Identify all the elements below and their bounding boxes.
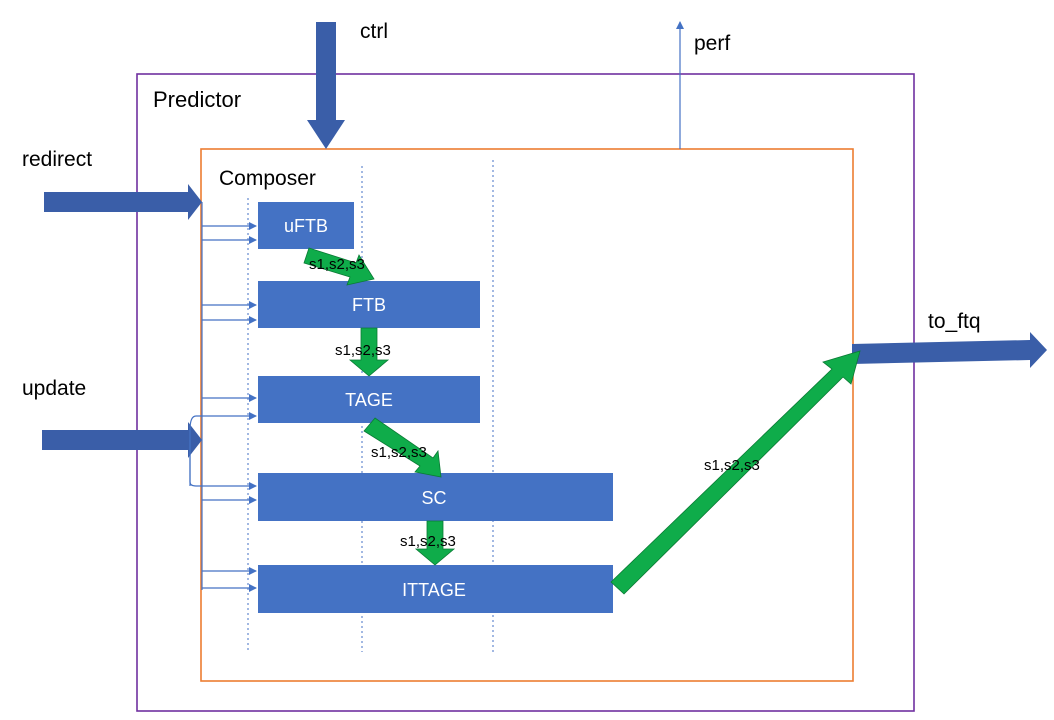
composer-label: Composer — [219, 167, 316, 190]
ctrl-label: ctrl — [360, 20, 388, 43]
ftb-block — [258, 281, 480, 328]
stage-arrow-uftb-ftb — [303, 247, 375, 286]
stage-arrow-ittage-ftq — [610, 350, 861, 595]
stage-arrow-tage-sc — [363, 417, 442, 478]
update-arrow — [42, 422, 202, 458]
ittage-block — [258, 565, 613, 613]
stage-arrow-ftb-tage — [348, 327, 390, 377]
stage-label-sc-ittage: s1,s2,s3 — [400, 533, 456, 550]
ctrl-arrow — [307, 22, 345, 149]
to-ftq-arrow — [852, 332, 1047, 368]
update-label: update — [22, 377, 86, 400]
stage-label-ittage-ftq: s1,s2,s3 — [704, 457, 760, 474]
tage-block — [258, 376, 480, 423]
to-ftq-label: to_ftq — [928, 310, 981, 333]
stage-arrow-sc-ittage — [414, 520, 456, 566]
perf-label: perf — [694, 32, 730, 55]
ittage-label: ITTAGE — [402, 580, 466, 600]
redirect-arrow — [44, 184, 202, 220]
redirect-label: redirect — [22, 148, 92, 171]
stage-label-uftb-ftb: s1,s2,s3 — [309, 256, 365, 273]
uftb-block — [258, 202, 354, 249]
stage-label-tage-sc: s1,s2,s3 — [371, 444, 427, 461]
sc-label: SC — [421, 488, 446, 508]
sc-block — [258, 473, 613, 521]
predictor-box — [136, 73, 915, 712]
tage-label: TAGE — [345, 390, 393, 410]
stage-label-ftb-tage: s1,s2,s3 — [335, 342, 391, 359]
uftb-label: uFTB — [284, 216, 328, 236]
predictor-label: Predictor — [153, 87, 241, 112]
ftb-label: FTB — [352, 295, 386, 315]
composer-box — [200, 148, 854, 682]
